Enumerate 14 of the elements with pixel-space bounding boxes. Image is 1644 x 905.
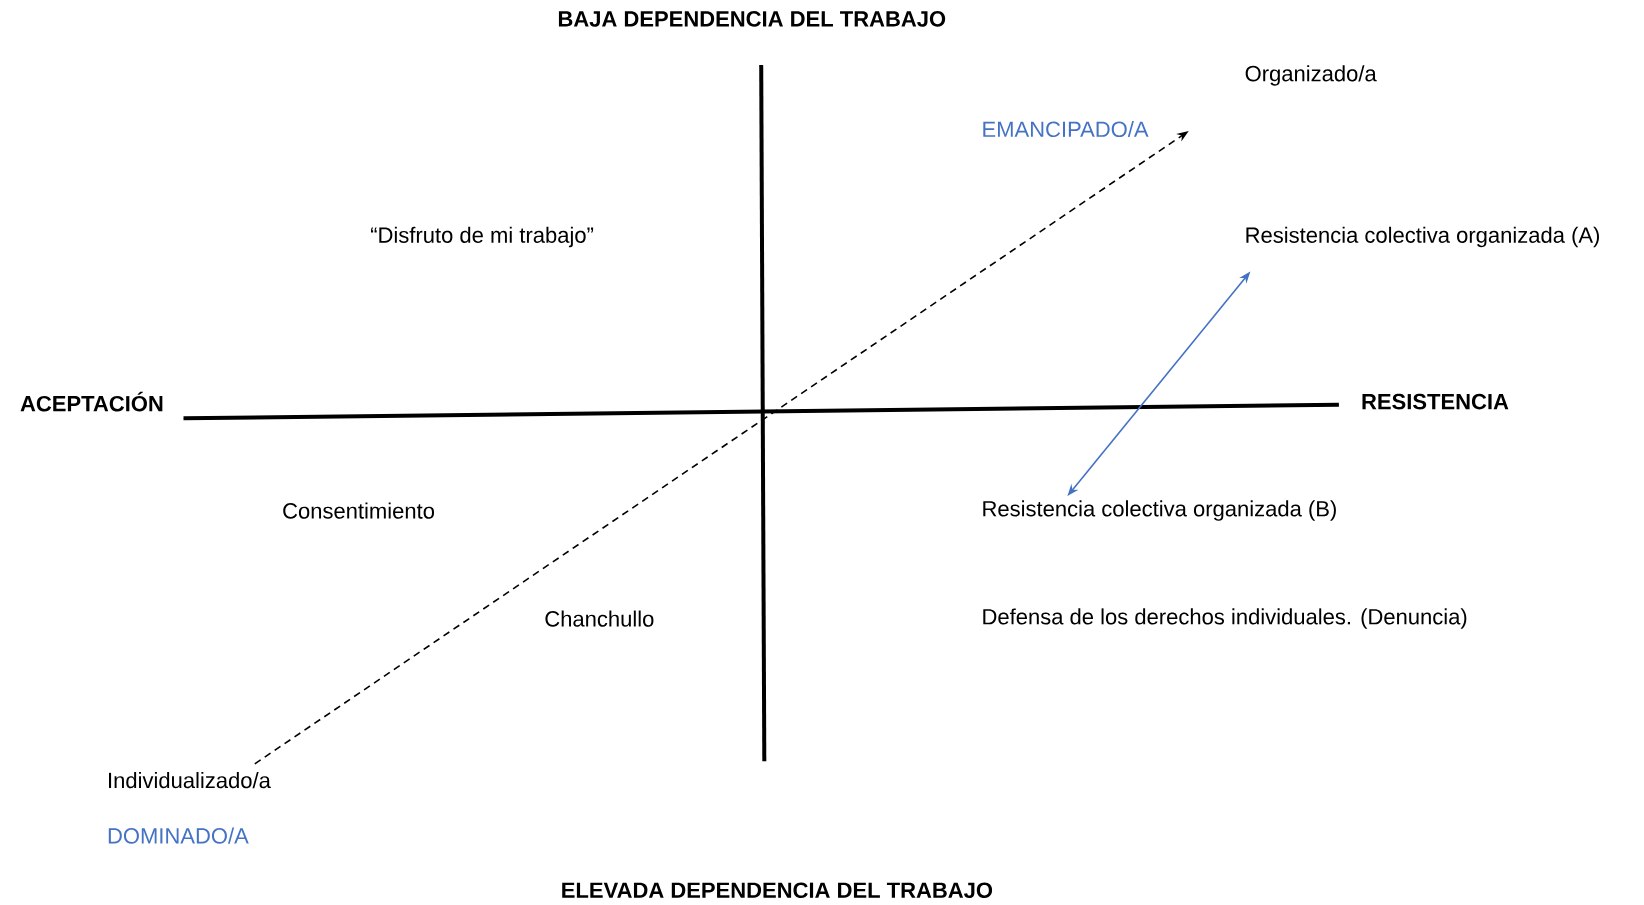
text-label: Resistencia colectiva organizada (A) (1246, 226, 1599, 248)
text-label: Individualizado/a (109, 772, 271, 789)
axis-title: BAJA DEPENDENCIA DEL TRABAJO (558, 11, 946, 27)
axis-title: RESISTENCIA (1362, 393, 1509, 410)
axis-title: ELEVADA DEPENDENCIA DEL TRABAJO (562, 882, 993, 898)
text-label: Resistencia colectiva organizada (B) (983, 500, 1336, 521)
text-label: Chanchullo (545, 610, 654, 627)
axis-title: ACEPTACIÓN (20, 391, 163, 412)
text-label: “Disfruto de mi trabajo” (371, 226, 594, 248)
text-label: EMANCIPADO/A (983, 120, 1149, 138)
text-label: Consentimiento (283, 502, 434, 519)
text-label: DOMINADO/A (108, 827, 249, 844)
text-label: Organizado/a (1245, 65, 1377, 86)
text-label: Defensa de los derechos individuales. (Denuncia) (983, 608, 1467, 629)
